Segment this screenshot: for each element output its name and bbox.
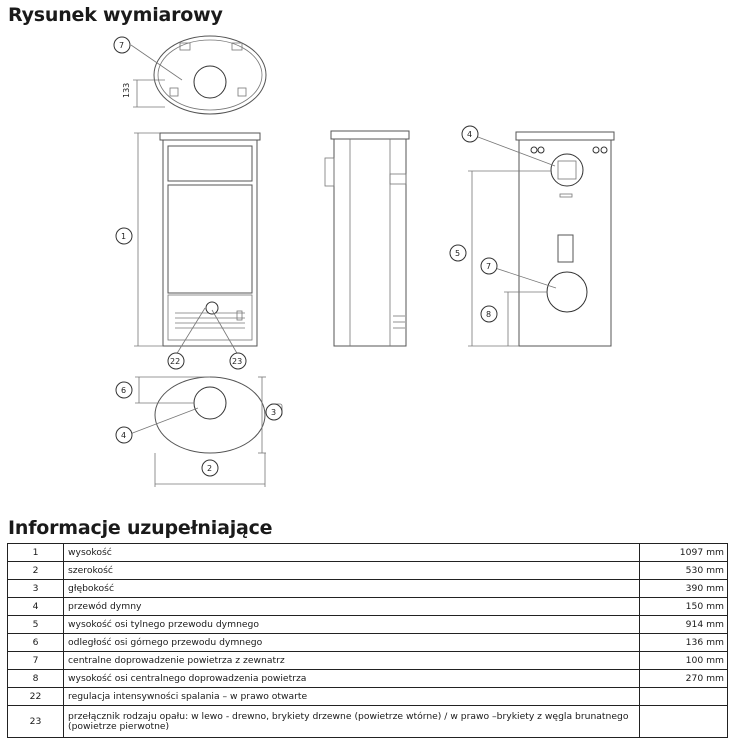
dim-133-text: 133 [122,83,131,98]
row-value: 390 mm [639,579,728,598]
row-number: 2 [7,561,64,580]
svg-text:4: 4 [121,431,126,440]
svg-text:3: 3 [271,408,276,417]
callout-4-rear: 4 [461,125,479,143]
callout-22: 22 [167,352,185,370]
side-view [324,130,410,347]
row-value: 914 mm [639,615,728,634]
row-label: regulacja intensywności spalania – w pra… [63,687,640,706]
svg-text:23: 23 [232,357,242,366]
row-number: 3 [7,579,64,598]
row-label: przełącznik rodzaju opału: w lewo - drew… [63,705,640,738]
row-number: 23 [7,705,64,738]
plan-view [129,376,283,487]
row-label: wysokość [63,543,640,562]
callout-4-plan: 4 [115,426,133,444]
dimension-drawing: 133 [113,35,615,487]
row-value [639,705,728,738]
row-label: wysokość osi centralnego doprowadzenia p… [63,669,640,688]
top-view: 133 [122,35,267,115]
row-value: 270 mm [639,669,728,688]
callout-7-rear: 7 [480,257,498,275]
callout-8: 8 [480,305,498,323]
row-value: 1097 mm [639,543,728,562]
row-number: 1 [7,543,64,562]
row-label: głębokość [63,579,640,598]
callout-3: 3 [265,403,283,421]
row-value [639,687,728,706]
row-value: 150 mm [639,597,728,616]
row-number: 4 [7,597,64,616]
svg-text:5: 5 [455,249,460,258]
info-section-title: Informacje uzupełniające [8,517,273,539]
row-number: 5 [7,615,64,634]
svg-text:2: 2 [207,464,212,473]
callout-7-top: 7 [113,36,131,54]
row-number: 8 [7,669,64,688]
svg-text:8: 8 [486,310,491,319]
rear-view [468,131,615,347]
callout-2: 2 [201,459,219,477]
callouts: 7 1 4 5 7 8 22 23 6 3 4 2 [113,36,498,477]
row-value: 100 mm [639,651,728,670]
callout-1: 1 [115,227,133,245]
callout-5: 5 [449,244,467,262]
svg-text:22: 22 [170,357,180,366]
row-value: 136 mm [639,633,728,652]
row-value: 530 mm [639,561,728,580]
row-number: 22 [7,687,64,706]
callout-6: 6 [115,381,133,399]
svg-text:6: 6 [121,386,126,395]
row-label: centralne doprowadzenie powietrza z zewn… [63,651,640,670]
row-number: 7 [7,651,64,670]
row-label: odległość osi górnego przewodu dymnego [63,633,640,652]
front-view [134,132,261,356]
svg-text:1: 1 [121,232,126,241]
svg-text:7: 7 [119,41,124,50]
row-label: szerokość [63,561,640,580]
row-label: wysokość osi tylnego przewodu dymnego [63,615,640,634]
svg-text:7: 7 [486,262,491,271]
svg-text:4: 4 [467,130,472,139]
row-number: 6 [7,633,64,652]
callout-23: 23 [229,352,247,370]
drawing-section-title: Rysunek wymiarowy [8,4,223,26]
row-label: przewód dymny [63,597,640,616]
